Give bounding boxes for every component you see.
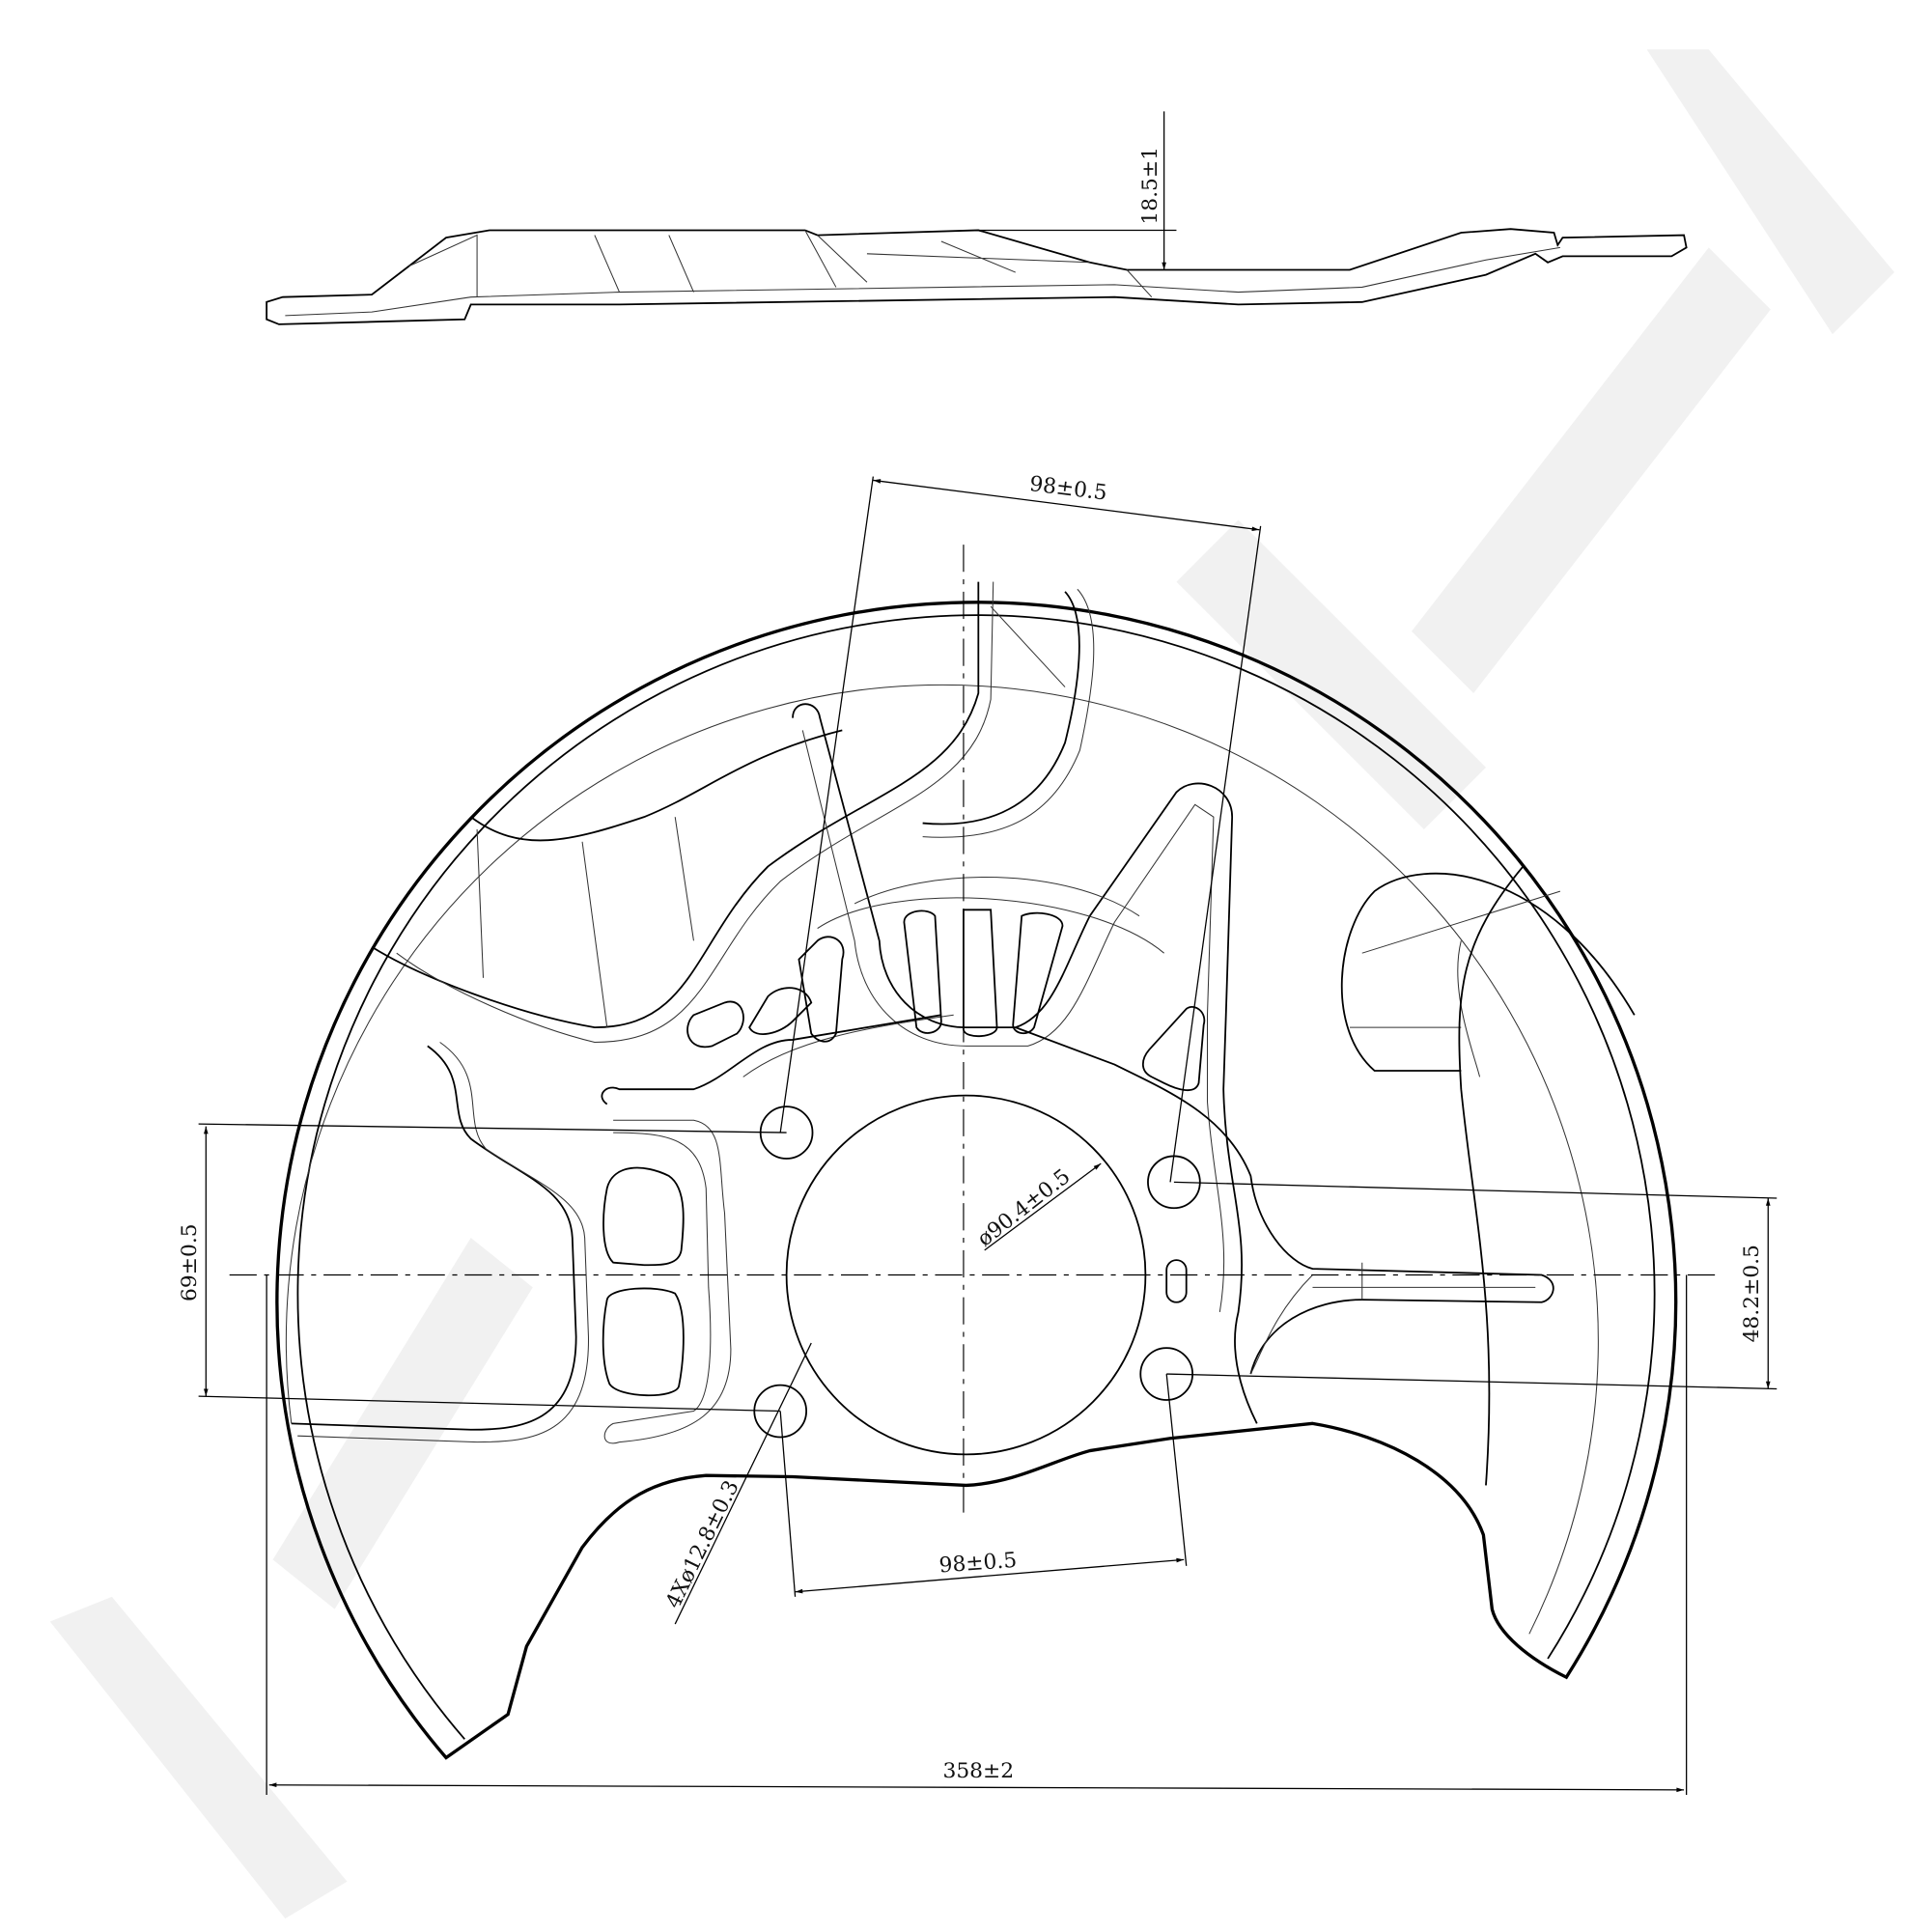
dim-side-height: 18.5±1 <box>1138 147 1162 225</box>
outer-contour <box>275 601 1678 1760</box>
slot <box>1165 1259 1188 1303</box>
dim-overall-width: 358±2 <box>942 1759 1014 1783</box>
dim-bolt-spacing-top: 98±0.5 <box>1028 472 1108 506</box>
front-view <box>229 545 1722 1760</box>
dim-bolt-spacing-bottom: 98±0.5 <box>938 1549 1018 1579</box>
dim-right-vertical: 48.2±0.5 <box>1740 1245 1764 1342</box>
dimensions: 98±0.5 ø90.4±0.5 69±0.5 48.2±0.5 4Xø12.8… <box>178 472 1778 1795</box>
side-view: 18.5±1 <box>266 111 1688 325</box>
watermark-logo <box>49 49 1895 1919</box>
bolt-hole <box>753 1384 808 1439</box>
dim-center-bore: ø90.4±0.5 <box>973 1164 1076 1251</box>
bolt-hole <box>1139 1347 1194 1401</box>
dim-left-vertical: 69±0.5 <box>178 1223 202 1301</box>
dim-bolt-holes: 4Xø12.8±0.3 <box>661 1477 744 1612</box>
